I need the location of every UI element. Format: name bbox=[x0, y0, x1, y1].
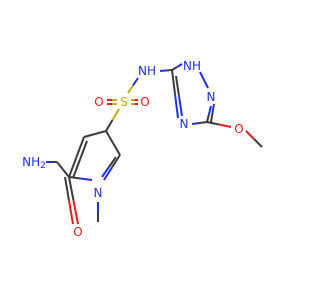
bond-triazole-c-n4 bbox=[191, 121, 208, 125]
triazole-nitrogen-top-label: N bbox=[207, 90, 216, 104]
bond-pyrrole-c3-c4 bbox=[83, 130, 107, 138]
bond-triazole-n2-c bbox=[206, 105, 212, 123]
bond-nh-triazole bbox=[159, 69, 173, 72]
molecule-structure: NH2 O N S O O NH NH N N O bbox=[0, 0, 300, 300]
sulfonyl-oxygen-right-label: O bbox=[140, 95, 149, 109]
canvas-background bbox=[0, 0, 300, 300]
bond-triazole-n2-c-inner bbox=[210, 103, 215, 123]
bond-s-nh bbox=[127, 77, 139, 94]
methoxy-oxygen-label: O bbox=[234, 122, 243, 136]
bond-amide-c-o-a bbox=[68, 176, 79, 225]
bond-triazole-n4-c bbox=[171, 69, 179, 119]
amide-oxygen-label: O bbox=[73, 225, 82, 239]
pyrrole-nitrogen-label: N bbox=[94, 186, 103, 200]
sulfur-label: S bbox=[120, 95, 128, 109]
triazole-nh-label: NH bbox=[183, 59, 201, 73]
bond-methoxy-o-ch3 bbox=[245, 130, 263, 148]
bond-triazole-c-n1 bbox=[171, 63, 183, 71]
triazole-nitrogen-bottom-label: N bbox=[180, 117, 189, 131]
bond-triazole-n4-c-inner bbox=[175, 75, 183, 117]
bond-amide-c-o-b bbox=[64, 176, 74, 225]
bond-c-methoxy-o bbox=[206, 121, 232, 128]
bond-pyrrole-c2-c3-inner bbox=[72, 140, 88, 179]
bond-pyrrole-c5-n bbox=[103, 154, 121, 181]
bond-pyrrole-n-c2 bbox=[68, 176, 93, 181]
sulfonyl-oxygen-left-label: O bbox=[94, 95, 103, 109]
bond-pyrrole-c5-n-inner bbox=[101, 156, 117, 178]
atom-label-layer: NH2 O N S O O NH NH N N O bbox=[22, 59, 244, 239]
sulfonamide-nh-label: NH bbox=[138, 64, 156, 78]
bond-layer bbox=[46, 63, 263, 225]
bond-ring-s bbox=[105, 108, 120, 132]
bond-pyrrole-c2-c3 bbox=[68, 136, 85, 178]
bond-pyrrole-c4-c5 bbox=[105, 130, 121, 156]
amide-nh2-label: NH2 bbox=[22, 155, 46, 171]
bond-amide-c-ring bbox=[56, 161, 70, 178]
bond-triazole-n1-n2 bbox=[199, 71, 209, 89]
